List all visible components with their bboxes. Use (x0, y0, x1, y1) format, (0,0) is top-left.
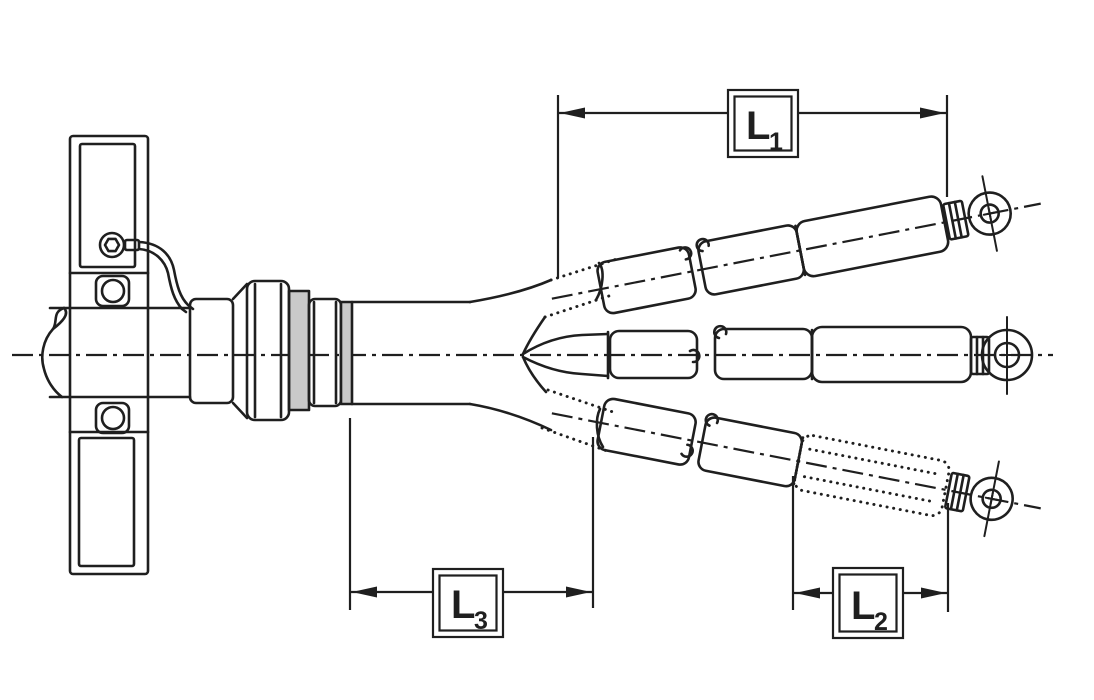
bolt-pad-bottom (94, 401, 131, 435)
label-box-l2 (831, 566, 905, 640)
label-l1: L (746, 104, 770, 148)
gland-body (188, 279, 472, 422)
label-box-l3 (431, 567, 505, 639)
bolt-pad-top (94, 274, 131, 308)
label-box-l1 (726, 88, 800, 159)
crimp-ferrule (942, 199, 970, 241)
spacer-ring (287, 289, 311, 412)
core-top (551, 175, 1041, 315)
earth-bolt-head (103, 237, 121, 253)
boot-finger-middle (521, 332, 610, 356)
bolt-hole-bottom (100, 405, 126, 431)
earth-ring-terminal (98, 231, 126, 259)
bolt-hole-top (100, 278, 126, 304)
label-l2-sub: 2 (874, 608, 888, 636)
crimp-ferrule (944, 471, 971, 513)
sleeve-phantom (793, 434, 951, 518)
arrow-left (352, 586, 377, 598)
dimension-l1: L 1 (556, 88, 949, 278)
dimension-l2: L 2 (791, 476, 950, 640)
earth-wire (137, 240, 195, 311)
sleeve (596, 397, 697, 466)
mounting-bracket (68, 134, 150, 576)
neck-ring (339, 300, 354, 406)
dimension-l3: L 3 (348, 418, 595, 639)
core-bottom (551, 397, 1041, 538)
arrow-left (560, 107, 585, 119)
label-l3-sub: 3 (474, 607, 488, 635)
cable-entry (41, 306, 192, 399)
cable-break-line (41, 306, 66, 399)
arrow-right (921, 587, 946, 599)
arrow-right (920, 107, 945, 119)
earth-connection (98, 231, 195, 314)
label-l2: L (851, 584, 875, 628)
sleeve (608, 329, 699, 380)
label-l3: L (451, 583, 475, 627)
crimp-ferrule (969, 335, 991, 376)
clamp-disc (245, 279, 291, 422)
core-middle (608, 316, 1034, 395)
arrow-left (795, 587, 820, 599)
sleeve (596, 246, 697, 315)
arrow-right (566, 586, 591, 598)
label-l1-sub: 1 (769, 128, 783, 156)
